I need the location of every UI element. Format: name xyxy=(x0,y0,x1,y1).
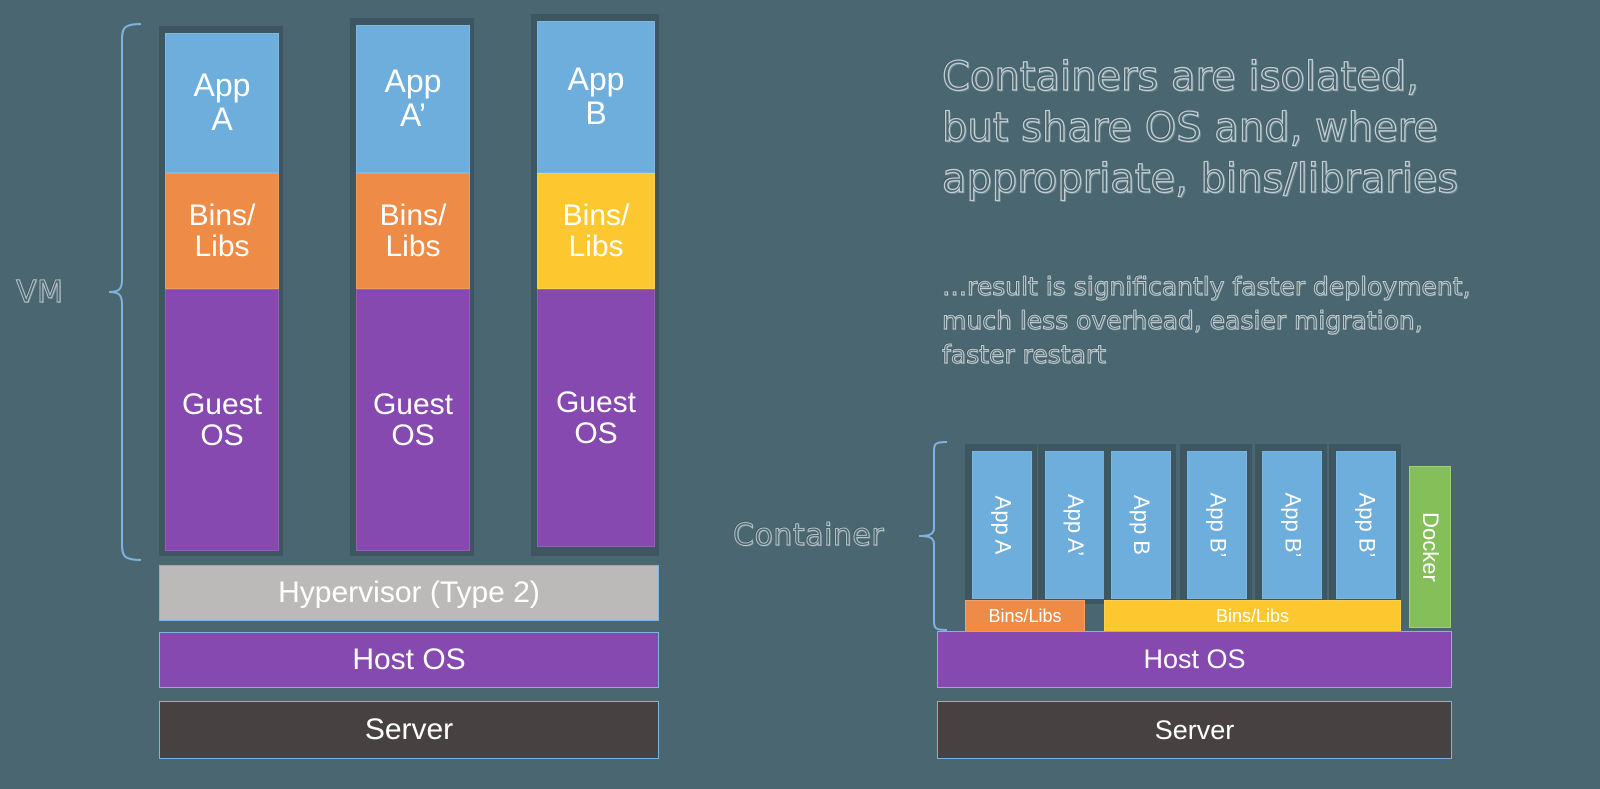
vm1-bins-box: Bins/ Libs xyxy=(165,173,279,289)
vm1-guest-os-box: Guest OS xyxy=(165,289,279,551)
vm2-guest-os-box: Guest OS xyxy=(356,289,470,551)
container-frame-3: App B xyxy=(1104,444,1176,604)
vm3-bins-box: Bins/ Libs xyxy=(537,173,655,289)
container-frame-5: App B’ xyxy=(1255,444,1327,604)
vm3-app-box: App B xyxy=(537,21,655,173)
container-app-box-5: App B’ xyxy=(1262,451,1322,599)
container-frame-4: App B’ xyxy=(1180,444,1252,604)
container-app-box-3: App B xyxy=(1111,451,1171,599)
container-bins-orange: Bins/Libs xyxy=(965,600,1085,632)
vm3-guest-os-box: Guest OS xyxy=(537,289,655,547)
vm-stack-1: App A Bins/ Libs Guest OS xyxy=(159,26,283,556)
container-app-box-2: App A’ xyxy=(1045,451,1105,599)
vm-bracket xyxy=(108,22,142,562)
container-server-layer: Server xyxy=(937,701,1452,759)
container-app-box-6: App B’ xyxy=(1336,451,1396,599)
container-app-label-6: App B’ xyxy=(1354,492,1380,558)
vm-stack-2: App A’ Bins/ Libs Guest OS xyxy=(350,18,474,556)
container-bins-yellow: Bins/Libs xyxy=(1104,600,1401,632)
container-frame-6: App B’ xyxy=(1329,444,1401,604)
vm2-app-box: App A’ xyxy=(356,25,470,173)
container-app-label-1: App A xyxy=(990,495,1015,555)
container-frame-1: App A xyxy=(965,444,1037,604)
container-app-label-2: App A’ xyxy=(1063,494,1089,556)
container-app-label-5: App B’ xyxy=(1280,492,1306,558)
container-headline: Containers are isolated, but share OS an… xyxy=(941,53,1459,203)
container-app-box-4: App B’ xyxy=(1187,451,1247,599)
container-app-label-3: App B xyxy=(1129,495,1154,555)
container-bracket-label: Container xyxy=(732,518,885,554)
docker-box: Docker xyxy=(1409,466,1451,628)
vm-server-layer: Server xyxy=(159,701,659,759)
vm2-bins-box: Bins/ Libs xyxy=(356,173,470,289)
vm-hypervisor-layer: Hypervisor (Type 2) xyxy=(159,565,659,621)
container-host-os-layer: Host OS xyxy=(937,631,1452,688)
container-bracket xyxy=(918,440,948,632)
docker-label: Docker xyxy=(1418,512,1443,582)
vm-stack-3: App B Bins/ Libs Guest OS xyxy=(531,14,659,556)
container-app-label-4: App B’ xyxy=(1205,492,1231,558)
vm-host-os-layer: Host OS xyxy=(159,632,659,688)
vm-bracket-label: VM xyxy=(15,275,64,311)
container-subtext: …result is significantly faster deployme… xyxy=(942,271,1471,369)
vm1-app-box: App A xyxy=(165,33,279,173)
container-app-box-1: App A xyxy=(972,451,1032,599)
container-frame-2: App A’ xyxy=(1038,444,1110,604)
